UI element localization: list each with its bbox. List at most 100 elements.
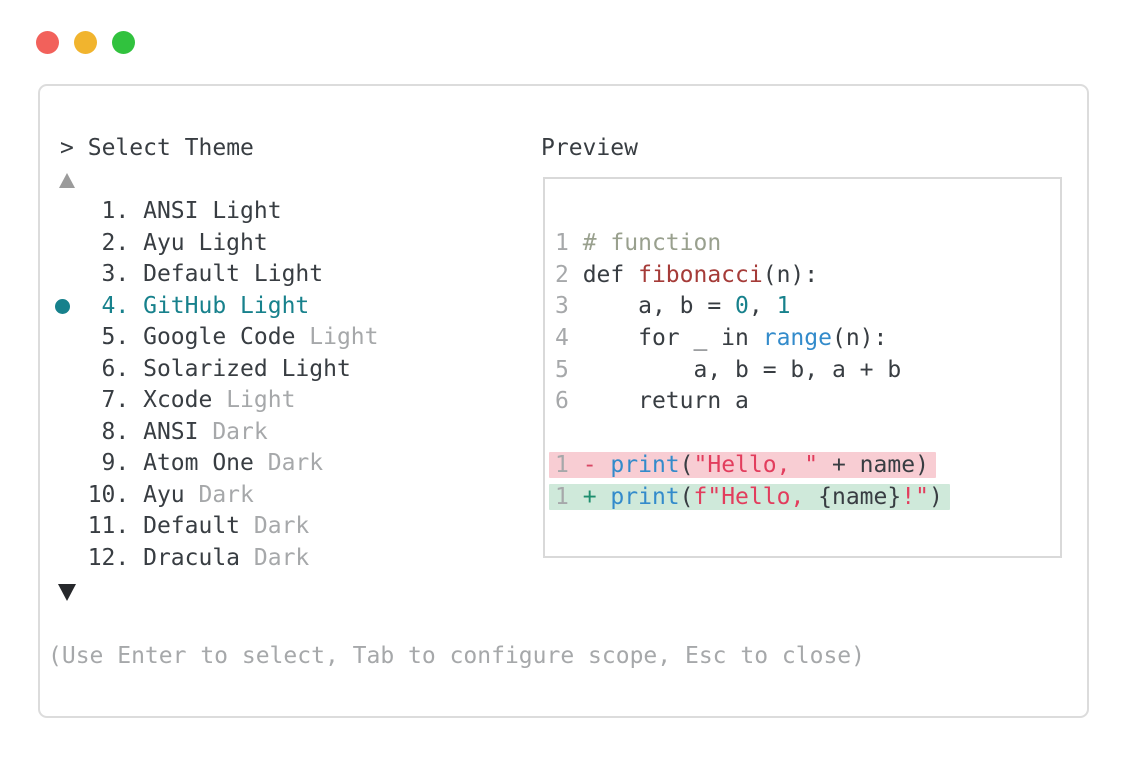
token-diff-add-sign: + — [582, 483, 611, 510]
token-num: 2 — [555, 261, 583, 288]
theme-item-number: 2. — [60, 229, 144, 256]
picker-title-line: > Select Theme — [60, 132, 254, 164]
token-number: 0 — [735, 293, 749, 320]
theme-list: 1. ANSI Light 2. Ayu Light 3. Default Li… — [55, 196, 379, 575]
code-line-diff-del: 1 - print("Hello, " + name) — [545, 450, 1060, 482]
code-line: 1 # function — [545, 228, 1060, 260]
token-plain: ) — [928, 483, 943, 510]
theme-item-number: 7. — [60, 387, 144, 413]
theme-item-number: 11. — [60, 513, 144, 539]
minimize-button-icon[interactable] — [74, 31, 97, 54]
traffic-lights — [36, 31, 135, 54]
theme-item-variant: Dark — [198, 418, 268, 445]
theme-item-number: 4. — [60, 292, 144, 319]
maximize-button-icon[interactable] — [112, 31, 135, 54]
theme-item-number: 3. — [60, 261, 144, 287]
code-line: 6 return a — [545, 386, 1060, 418]
code-line: 3 a, b = 0, 1 — [545, 291, 1060, 323]
selected-bullet-icon — [55, 298, 70, 314]
token-plain: , — [748, 293, 777, 320]
theme-item-ayu[interactable]: 10. Ayu Dark — [60, 480, 379, 512]
theme-item-name: Ayu Light — [143, 229, 268, 256]
token-plain: a, b = b, a + b — [582, 356, 902, 383]
theme-item-ansi[interactable]: 8. ANSI Dark — [60, 417, 379, 449]
token-number: 1 — [776, 293, 791, 320]
token-plain: {name} — [818, 483, 902, 510]
page-title: Select Theme — [87, 135, 254, 161]
token-num: 5 — [555, 356, 583, 383]
theme-item-number: 10. — [60, 481, 144, 508]
token-num: 1 — [555, 451, 583, 478]
theme-item-variant: Dark — [240, 544, 310, 571]
theme-item-number: 12. — [60, 544, 144, 571]
token-plain: def — [582, 261, 639, 288]
theme-item-name: Atom One — [143, 450, 254, 476]
token-comment: # function — [582, 230, 722, 256]
theme-item-number: 5. — [60, 324, 144, 350]
theme-item-name: GitHub Light — [143, 292, 310, 319]
triangle-down-icon — [58, 584, 76, 601]
prompt-chevron: > — [60, 135, 74, 161]
theme-item-atom-one[interactable]: 9. Atom One Dark — [60, 448, 379, 480]
theme-item-variant: Light — [295, 324, 379, 350]
token-plain: ( — [679, 483, 694, 510]
token-num: 4 — [555, 325, 583, 352]
theme-item-variant: Light — [212, 387, 296, 413]
theme-item-variant: Dark — [184, 481, 254, 508]
close-button-icon[interactable] — [36, 31, 59, 54]
code-line — [545, 418, 1060, 450]
theme-item-xcode[interactable]: 7. Xcode Light — [60, 385, 379, 417]
theme-item-default-light[interactable]: 3. Default Light — [60, 259, 379, 291]
theme-item-google-code[interactable]: 5. Google Code Light — [60, 322, 379, 354]
keyboard-hint: (Use Enter to select, Tab to configure s… — [48, 643, 865, 669]
theme-item-name: ANSI — [143, 418, 199, 445]
code-line: 2 def fibonacci(n): — [545, 260, 1060, 292]
token-num: 6 — [555, 388, 583, 415]
theme-item-name: Google Code — [143, 324, 296, 350]
code-line: 5 a, b = b, a + b — [545, 355, 1060, 387]
token-plain: (n): — [831, 325, 888, 352]
theme-item-ansi-light[interactable]: 1. ANSI Light — [60, 196, 379, 228]
token-num: 1 — [555, 230, 583, 256]
token-plain: ( — [679, 451, 694, 478]
theme-item-number: 6. — [60, 355, 144, 382]
theme-item-name: Xcode — [143, 387, 213, 413]
scroll-down-arrow[interactable] — [58, 584, 76, 601]
token-string: f"Hello, — [693, 483, 819, 510]
theme-item-dracula[interactable]: 12. Dracula Dark — [60, 543, 379, 575]
theme-item-name: Default Light — [143, 261, 324, 287]
code-line: 4 for _ in range(n): — [545, 323, 1060, 355]
diff-removed-highlight: 1 - print("Hello, " + name) — [549, 451, 936, 478]
token-string: "Hello, " — [693, 451, 819, 478]
theme-item-name: Dracula — [143, 544, 241, 571]
token-builtin: range — [762, 325, 832, 352]
token-builtin: print — [610, 451, 680, 478]
token-plain: a, b = — [582, 293, 736, 320]
theme-item-name: Solarized Light — [143, 355, 351, 382]
token-num: 3 — [555, 293, 583, 320]
token-num: 1 — [555, 483, 583, 510]
theme-item-solarized-light[interactable]: 6. Solarized Light — [60, 354, 379, 386]
token-plain: + name) — [818, 451, 929, 478]
diff-added-highlight: 1 + print(f"Hello, {name}!") — [549, 483, 950, 510]
theme-item-number: 9. — [60, 450, 144, 476]
theme-item-name: ANSI Light — [143, 198, 282, 224]
code-line-diff-add: 1 + print(f"Hello, {name}!") — [545, 482, 1060, 514]
theme-item-name: Default — [143, 513, 241, 539]
preview-label: Preview — [541, 135, 638, 161]
scroll-up-arrow[interactable] — [59, 173, 76, 188]
theme-item-number: 1. — [60, 198, 144, 224]
theme-picker-window: > Select Theme 1. ANSI Light 2. Ayu Ligh… — [38, 84, 1089, 718]
theme-item-ayu-light[interactable]: 2. Ayu Light — [60, 228, 379, 260]
token-string: !" — [901, 483, 929, 510]
token-plain: (n): — [762, 261, 819, 288]
theme-item-number: 8. — [60, 418, 144, 445]
theme-item-variant: Dark — [240, 513, 310, 539]
token-plain: return a — [582, 388, 749, 415]
token-diff-del-sign: - — [582, 451, 611, 478]
token-func: fibonacci — [638, 261, 763, 288]
token-plain: for _ in — [582, 325, 763, 352]
theme-item-default[interactable]: 11. Default Dark — [60, 511, 379, 543]
theme-item-github-light[interactable]: 4. GitHub Light — [55, 291, 379, 323]
